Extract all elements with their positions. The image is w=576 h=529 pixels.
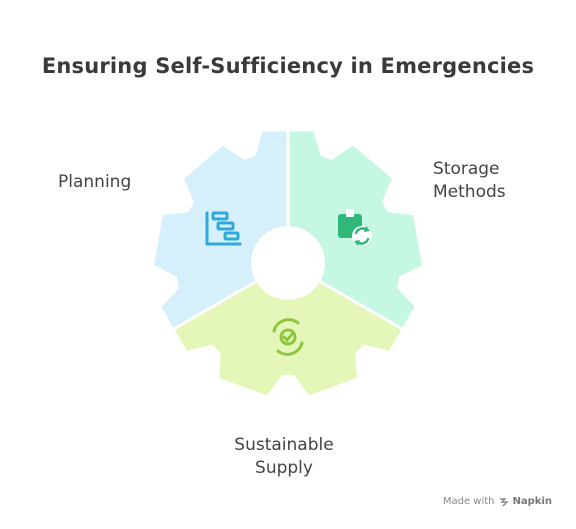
package-recycle-icon [338,209,372,246]
footer-prefix: Made with [442,496,495,507]
segment-supply [154,263,422,396]
napkin-logo-icon [499,497,509,506]
segment-label-planning: Planning [58,171,131,194]
label-line: Planning [58,172,132,192]
label-line: Storage [433,159,500,179]
segment-label-storage: Storage Methods [433,158,506,204]
label-line: Supply [255,458,313,478]
segment-label-supply: Sustainable Supply [216,434,352,480]
label-line: Sustainable [234,435,334,455]
label-line: Methods [433,182,506,202]
gantt-chart-icon [205,211,242,246]
footer-attribution: Made with Napkin [443,496,552,507]
diagram-title: Ensuring Self-Sufficiency in Emergencies [41,54,535,78]
target-refresh-icon [272,318,304,356]
gear-hub [251,226,325,300]
footer-brand: Napkin [512,496,552,507]
